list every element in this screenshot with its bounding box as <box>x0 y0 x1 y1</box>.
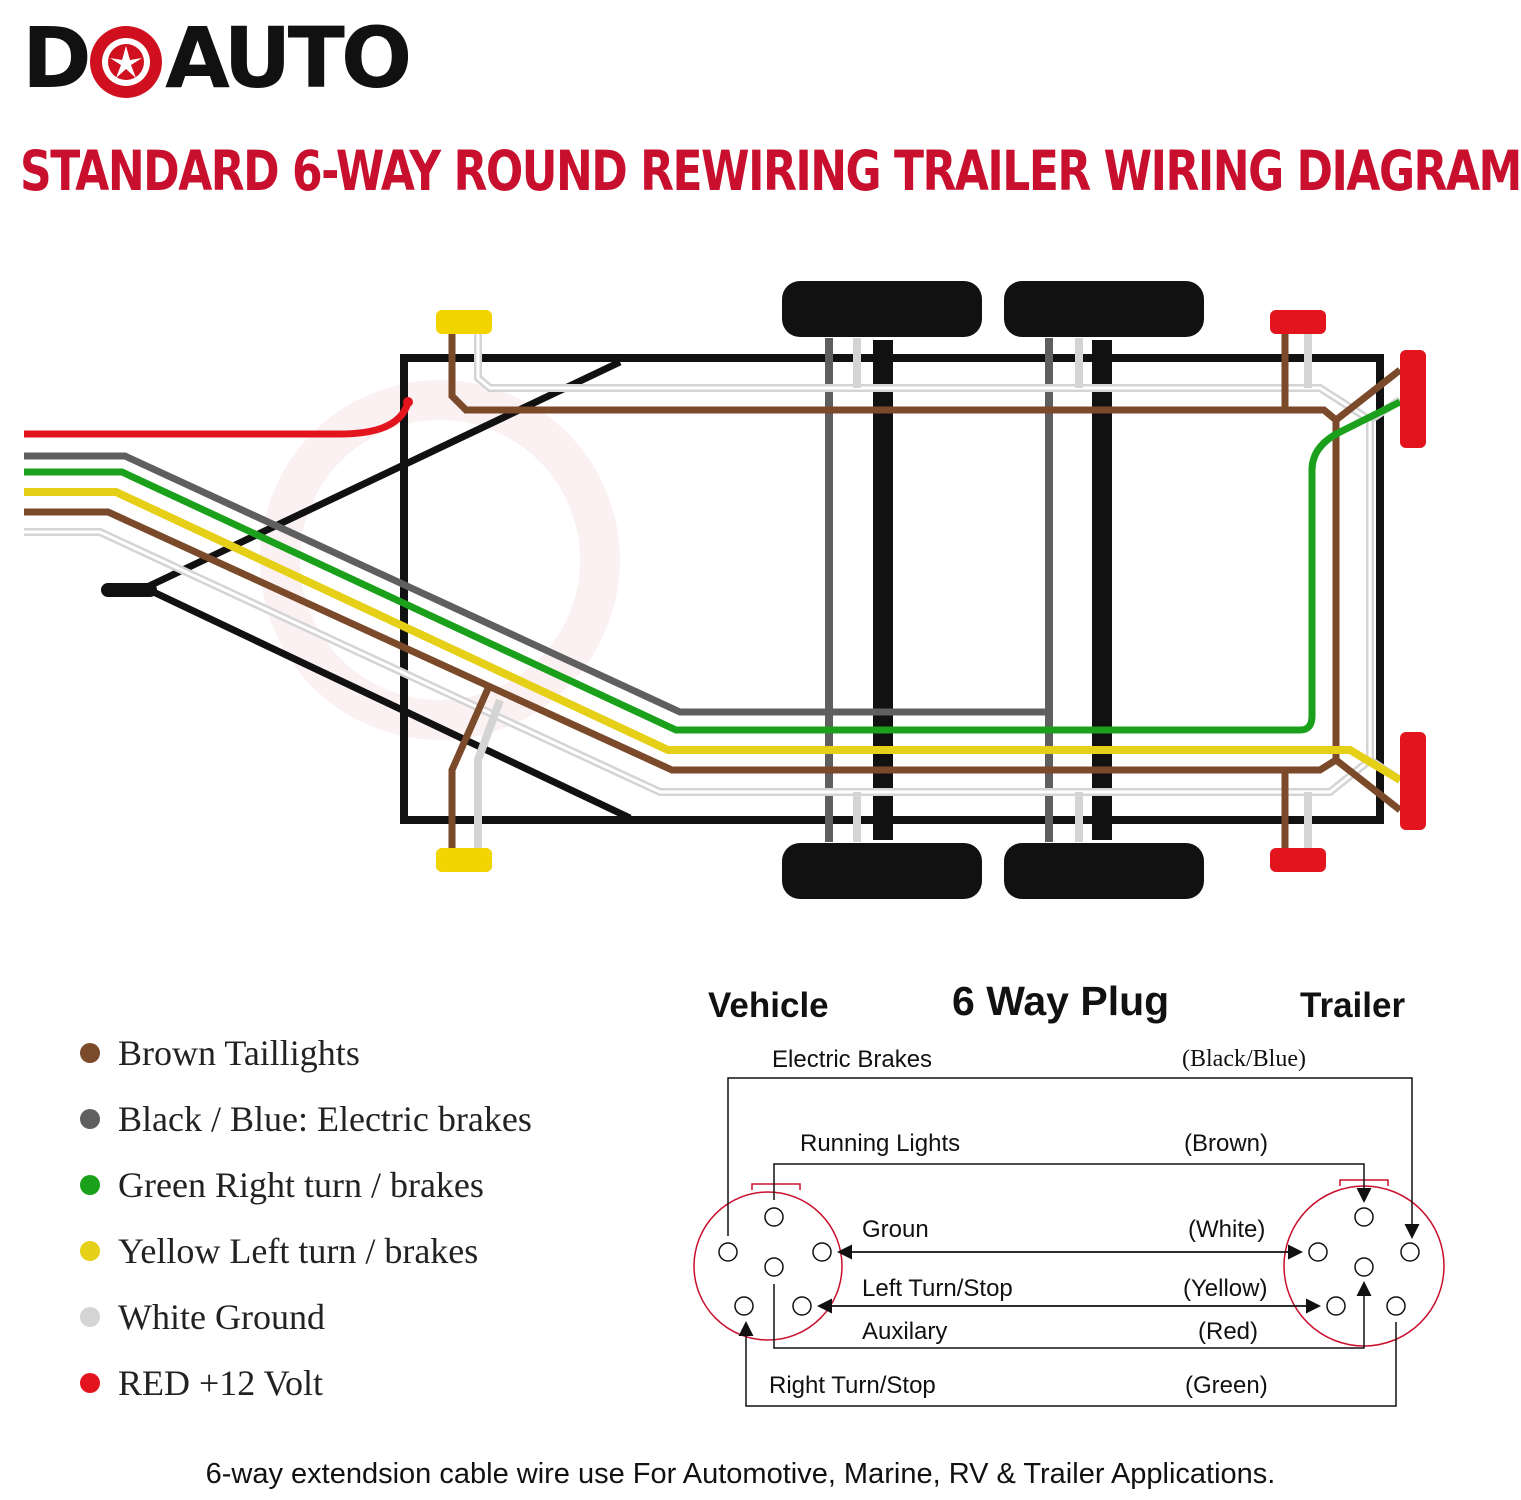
red-wire <box>24 400 412 438</box>
wire-color-legend: Brown Taillights Black / Blue: Electric … <box>80 1020 532 1416</box>
vehicle-heading: Vehicle <box>708 986 829 1025</box>
trailer-wiring-drawing <box>24 281 1426 899</box>
legend-label: Green Right turn / brakes <box>118 1165 484 1205</box>
trailer-heading: Trailer <box>1300 986 1406 1025</box>
pin-function-label: Running Lights <box>800 1130 961 1157</box>
marker-light-front-bottom <box>436 848 492 872</box>
pin-color-label: (Red) <box>1198 1318 1259 1345</box>
marker-light-rear-bottom <box>1270 848 1326 872</box>
legend-label: Yellow Left turn / brakes <box>118 1231 479 1271</box>
marker-light-rear-top <box>1270 310 1326 334</box>
legend-item: Yellow Left turn / brakes <box>80 1218 532 1284</box>
tire-bottom-right <box>1004 843 1204 899</box>
legend-item: RED +12 Volt <box>80 1350 532 1416</box>
pin-color-label: (Yellow) <box>1183 1275 1268 1302</box>
pin-color-label: (Green) <box>1185 1372 1268 1399</box>
yellow-wire <box>24 488 1403 784</box>
vehicle-connector <box>693 1191 843 1341</box>
legend-swatch <box>80 1373 100 1393</box>
tire-top-right <box>1004 281 1204 337</box>
pin-color-label: (Black/Blue) <box>1182 1046 1306 1072</box>
legend-label: RED +12 Volt <box>118 1363 324 1403</box>
legend-label: Brown Taillights <box>118 1033 360 1073</box>
legend-item: White Ground <box>80 1284 532 1350</box>
legend-swatch <box>80 1109 100 1129</box>
tail-light-bottom <box>1400 732 1426 830</box>
tongue-lower <box>143 584 632 822</box>
diagram-title: STANDARD 6-WAY ROUND REWIRING TRAILER WI… <box>20 140 1521 204</box>
axle-2 <box>1092 340 1112 840</box>
tire-top-left <box>782 281 982 337</box>
pinout-lines <box>693 1077 1445 1407</box>
footer-caption: 6-way extendsion cable wire use For Auto… <box>205 1458 1276 1490</box>
legend-swatch <box>80 1241 100 1261</box>
legend-label: Black / Blue: Electric brakes <box>118 1099 532 1139</box>
plug-heading: 6 Way Plug <box>952 978 1170 1024</box>
brake-wire <box>24 452 1048 716</box>
legend-item: Brown Taillights <box>80 1020 532 1086</box>
green-wire <box>24 398 1402 734</box>
pin-function-label: Auxilary <box>862 1318 948 1345</box>
brand-wheel-icon <box>90 26 162 98</box>
pin-color-label: (White) <box>1188 1216 1266 1243</box>
legend-swatch <box>80 1307 100 1327</box>
tongue-upper <box>143 358 622 592</box>
pin-function-label: Left Turn/Stop <box>862 1275 1013 1302</box>
legend-label: White Ground <box>118 1297 325 1337</box>
tire-bottom-left <box>782 843 982 899</box>
watermark-icon <box>260 380 620 740</box>
brand-wordmark: AUTO <box>165 9 412 107</box>
pin-function-label: Groun <box>862 1216 929 1243</box>
pin-color-label: (Brown) <box>1184 1130 1269 1157</box>
legend-item: Black / Blue: Electric brakes <box>80 1086 532 1152</box>
pin-function-label: Right Turn/Stop <box>769 1372 936 1399</box>
legend-swatch <box>80 1175 100 1195</box>
legend-item: Green Right turn / brakes <box>80 1152 532 1218</box>
legend-swatch <box>80 1043 100 1063</box>
brand-letter-d: D <box>22 9 92 107</box>
brown-wire <box>24 324 1340 774</box>
pin-function-label: Electric Brakes <box>772 1046 933 1073</box>
marker-light-front-top <box>436 310 492 334</box>
tail-light-top <box>1400 350 1426 448</box>
